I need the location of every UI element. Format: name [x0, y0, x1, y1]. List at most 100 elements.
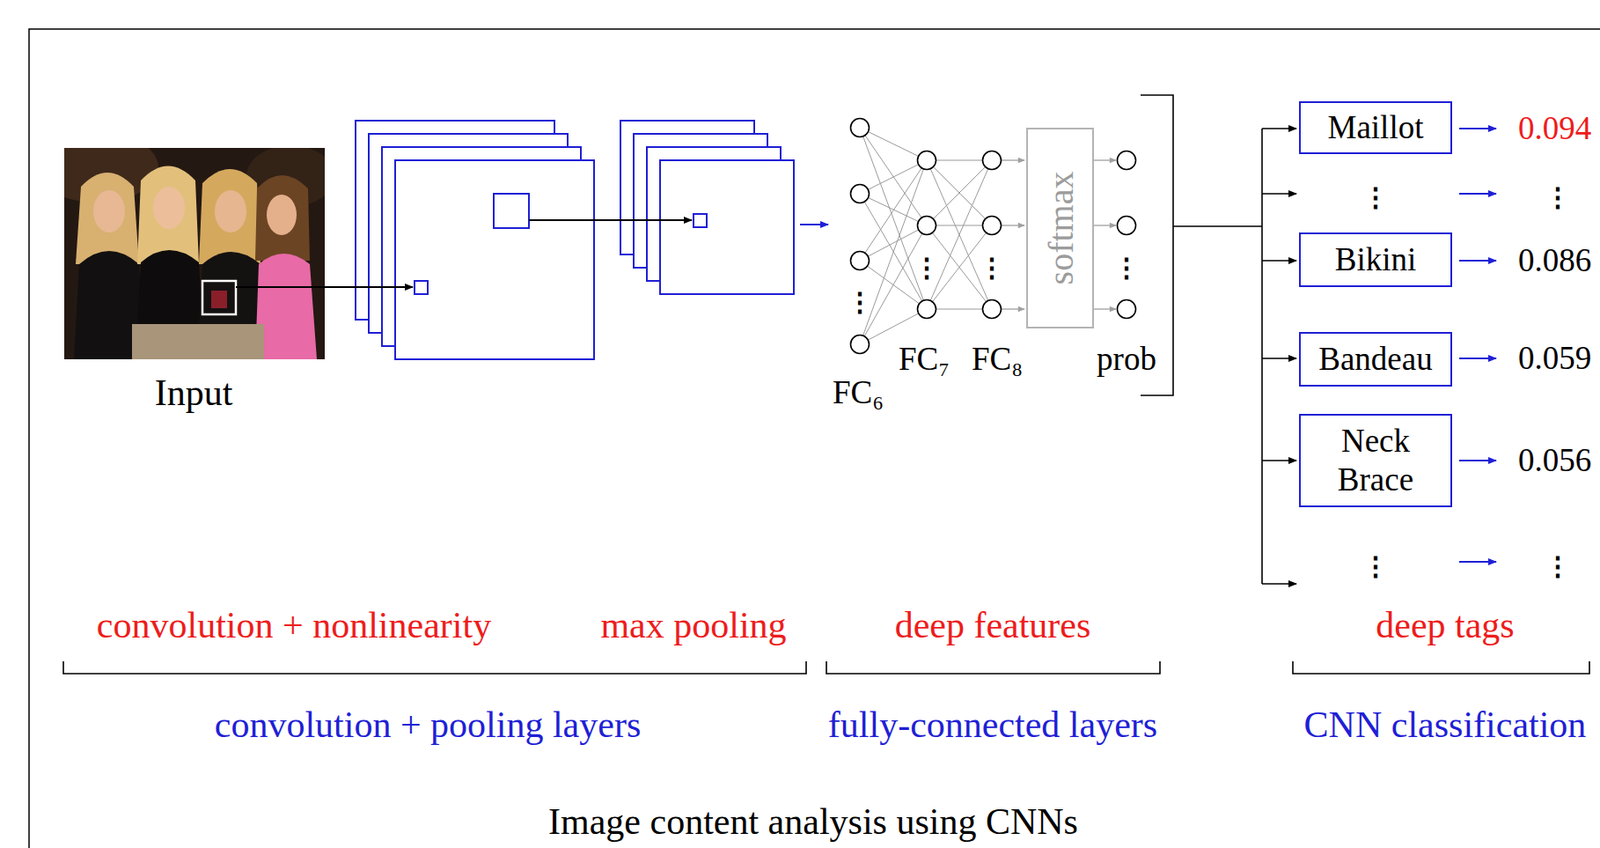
- network-weights: [926, 160, 992, 309]
- ellipsis: ⋮: [1362, 183, 1389, 211]
- score-arrow: [1459, 127, 1497, 130]
- neuron: [917, 300, 937, 319]
- softmax-arrow: [1093, 308, 1116, 309]
- softmax-arrow: [1093, 159, 1116, 161]
- network-weights: [926, 160, 992, 309]
- ellipsis: ⋮: [1362, 552, 1389, 580]
- network-weights: [859, 225, 927, 345]
- ellipsis: ⋮: [1113, 254, 1140, 281]
- probability-value: 0.059: [1518, 339, 1592, 378]
- neuron: [983, 216, 1002, 235]
- pooled-feature-maps: [693, 213, 707, 228]
- input-photo: [198, 168, 261, 265]
- tag-label: Bikini: [1335, 240, 1417, 279]
- conv-feature-maps: [493, 193, 529, 228]
- neuron: [917, 216, 937, 235]
- input-photo: [153, 186, 185, 229]
- outer-frame: [29, 29, 1600, 848]
- network-weights: [859, 160, 927, 261]
- neuron: [1117, 151, 1137, 170]
- section-label: fully-connected layers: [828, 703, 1158, 746]
- section-label: CNN classification: [1304, 703, 1587, 746]
- tag-box: Neck Brace: [1299, 413, 1453, 507]
- tag-tree: [1261, 128, 1263, 584]
- input-photo: [64, 147, 325, 360]
- ellipsis: ⋮: [978, 254, 1006, 281]
- neuron: [851, 251, 870, 271]
- ellipsis: ⋮: [913, 254, 940, 281]
- output-label: prob: [1096, 340, 1157, 379]
- score-arrow: [1459, 259, 1497, 262]
- input-photo: [211, 290, 228, 309]
- tag-tree: [1262, 127, 1297, 130]
- tag-label: Neck Brace: [1308, 421, 1443, 500]
- pooled-feature-maps: [660, 160, 794, 294]
- network-weights: [926, 160, 992, 226]
- neuron: [983, 151, 1002, 170]
- probability-value: 0.094: [1518, 110, 1592, 148]
- section-bracket: [826, 660, 1160, 674]
- flow-arrow: [800, 223, 829, 226]
- section-label: convolution + pooling layers: [214, 703, 641, 746]
- neuron: [851, 118, 1137, 354]
- score-arrow: [1459, 560, 1497, 563]
- layer-label: FC₆: [832, 374, 884, 412]
- softmax-arrow: [1001, 159, 1025, 161]
- input-photo: [214, 190, 247, 233]
- network-weights: [859, 127, 927, 309]
- score-arrow: [1459, 128, 1497, 562]
- tag-tree: [1262, 259, 1297, 262]
- tag-label: Maillot: [1328, 108, 1424, 147]
- input-photo: [202, 280, 236, 315]
- score-arrow: [1459, 357, 1497, 360]
- conv-feature-maps: [395, 160, 595, 360]
- section-bracket: [63, 660, 1590, 674]
- input-photo: [64, 147, 325, 360]
- tag-tree: [1173, 128, 1297, 584]
- ellipsis: ⋮: [1544, 552, 1571, 580]
- conv-feature-maps: [414, 280, 428, 294]
- tag-tree: [1173, 225, 1263, 228]
- network-weights: [859, 193, 927, 226]
- neuron: [1117, 216, 1137, 235]
- input-photo: [255, 175, 310, 261]
- caption: Image content analysis using CNNs: [548, 800, 1079, 843]
- input-photo: [137, 166, 199, 265]
- pooled-feature-maps: [620, 120, 794, 294]
- network-weights: [859, 127, 992, 345]
- input-photo: [255, 253, 317, 360]
- softmax-box: softmax: [1026, 127, 1094, 329]
- neuron: [1117, 300, 1137, 319]
- ellipsis: ⋮: [1544, 183, 1571, 211]
- network-weights: [926, 160, 992, 226]
- input-photo: [93, 190, 125, 233]
- softmax-arrow: [1001, 308, 1025, 309]
- receptive-field-arrow: [235, 286, 413, 288]
- softmax-arrow: [1093, 224, 1116, 226]
- tag-tree: [1262, 357, 1297, 360]
- input-label: Input: [154, 371, 234, 414]
- receptive-field-arrow: [528, 219, 692, 221]
- softmax-arrow: [1001, 224, 1025, 226]
- tag-tree: [1262, 459, 1297, 462]
- input-photo: [266, 194, 297, 235]
- stage-label: deep tags: [1375, 603, 1514, 646]
- input-photo: [75, 172, 140, 265]
- softmax-label: softmax: [1039, 171, 1081, 286]
- layer-label: FC₇: [898, 340, 950, 379]
- section-bracket: [1292, 660, 1590, 674]
- stage-label: convolution + nonlinearity: [96, 603, 492, 646]
- neuron: [851, 184, 870, 204]
- tag-box: Maillot: [1299, 101, 1453, 155]
- neuron: [983, 300, 1002, 319]
- stage-label: deep features: [895, 603, 1092, 646]
- tag-tree: [1262, 582, 1297, 585]
- layer-label: FC₈: [971, 340, 1023, 379]
- neuron: [851, 335, 870, 354]
- score-arrow: [1459, 459, 1497, 462]
- probability-value: 0.086: [1518, 242, 1592, 280]
- probability-value: 0.056: [1518, 441, 1592, 480]
- tag-box: Bandeau: [1299, 331, 1453, 387]
- score-arrow: [1459, 192, 1497, 195]
